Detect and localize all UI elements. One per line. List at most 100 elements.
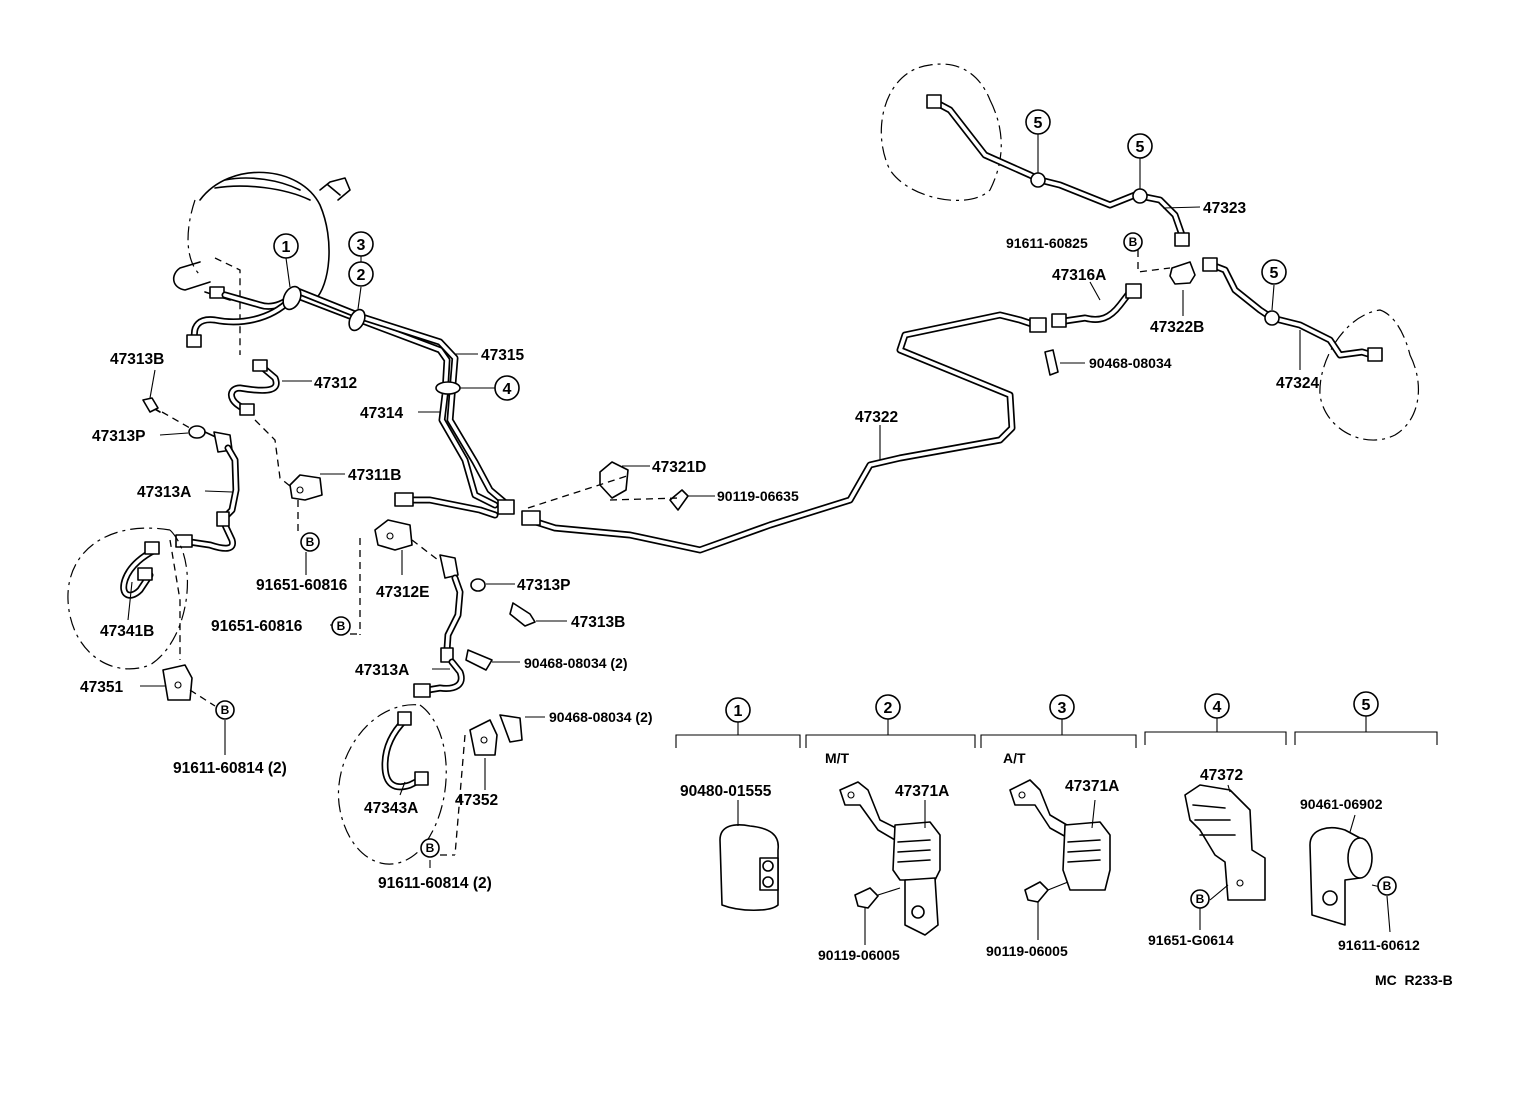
callout-5-text: 5	[1034, 115, 1043, 132]
label-91611-60612: 91611-60612	[1338, 937, 1420, 953]
bracket-47371A-mt	[839, 781, 941, 945]
callout-circles: 1 3 2 4 5 5 5 1 2 3 4 5	[273, 109, 1379, 723]
clip-90468-08034	[1044, 349, 1059, 376]
bracket-47371A-at	[1009, 779, 1111, 940]
label-47312: 47312	[314, 375, 357, 392]
label-90461-06902: 90461-06902	[1300, 796, 1383, 812]
label-47313B: 47313B	[571, 614, 625, 631]
label-90468-08034: 90468-08034 (2)	[549, 709, 653, 725]
label-91651-60816: 91651-60816	[256, 577, 348, 594]
label-47351: 47351	[80, 679, 123, 696]
callout-2-text: 2	[357, 267, 366, 284]
callout-4-text: 4	[503, 381, 512, 398]
callout-4	[494, 375, 520, 401]
label-47312E: 47312E	[376, 584, 429, 601]
pipe-47312	[228, 359, 296, 491]
svg-text:B: B	[1383, 879, 1392, 893]
bolt-marker	[420, 838, 440, 858]
label-90468-08034: 90468-08034 (2)	[524, 655, 628, 671]
svg-text:B: B	[426, 841, 435, 855]
line-fitting	[175, 534, 193, 548]
left-rear-line-47323	[880, 63, 1190, 247]
label-47316A: 47316A	[1052, 267, 1106, 284]
svg-text:B: B	[1129, 235, 1138, 249]
label-90468-08034: 90468-08034	[1089, 355, 1172, 371]
callout-5	[1127, 133, 1153, 159]
label-47341B: 47341B	[100, 623, 154, 640]
label-47322B: 47322B	[1150, 319, 1204, 336]
clamp-90461-06902	[1309, 814, 1391, 933]
rear-tee-47322B	[1137, 250, 1196, 285]
line-fitting	[239, 403, 255, 416]
clamp-1	[282, 285, 302, 311]
figure-code: MC R233-B	[1375, 972, 1453, 988]
callout-1	[273, 233, 299, 259]
clamp-47372	[1184, 784, 1266, 901]
group-1-marker	[725, 697, 751, 723]
label-47322: 47322	[855, 409, 898, 426]
svg-text:B: B	[221, 703, 230, 717]
label-47343A: 47343A	[364, 800, 418, 817]
group-4-marker	[1204, 693, 1230, 719]
label-90119-06005: 90119-06005	[818, 947, 900, 963]
label-91611-60814: 91611-60814 (2)	[378, 875, 492, 892]
line-fitting	[186, 334, 202, 348]
hose-47316A	[1051, 283, 1142, 328]
label-47371A: 47371A	[895, 783, 949, 800]
label-90480-01555: 90480-01555	[680, 783, 772, 800]
leader-lines	[127, 133, 1301, 868]
label-91651-G0614: 91651-G0614	[1148, 932, 1234, 948]
callout-5	[1025, 109, 1051, 135]
bolt-marker	[300, 532, 320, 552]
junction-47321D	[527, 461, 689, 511]
label-47313B: 47313B	[110, 351, 164, 368]
svg-text:B: B	[1196, 892, 1205, 906]
label-91611-60814: 91611-60814 (2)	[173, 760, 287, 777]
label-47311B: 47311B	[348, 467, 401, 484]
right-front-wheel	[338, 704, 447, 865]
group-5-marker	[1353, 691, 1379, 717]
bracket-47351	[162, 664, 216, 707]
clamp-2	[348, 308, 366, 332]
label-47313P: 47313P	[92, 428, 145, 445]
callout-1-text: 1	[282, 239, 291, 256]
callout-3-text: 3	[357, 237, 366, 254]
label-47313P: 47313P	[517, 577, 570, 594]
label-47324: 47324	[1276, 375, 1319, 392]
label-47323: 47323	[1203, 200, 1246, 217]
bracket-47352	[454, 719, 498, 856]
label-47313A: 47313A	[355, 662, 409, 679]
bolt-marker	[1123, 232, 1143, 252]
group-4-text: 4	[1213, 699, 1222, 716]
part-labels: 47313B 47313P 47313A 47341B 47351 91611-…	[80, 200, 1453, 988]
bolt-marker	[215, 700, 235, 720]
detail-groups	[675, 716, 1438, 748]
group-5-text: 5	[1362, 697, 1371, 714]
clamp-4	[435, 381, 461, 395]
group-3-marker	[1049, 694, 1075, 720]
callout-2	[348, 261, 374, 287]
group-3-text: 3	[1058, 700, 1067, 717]
line-fitting	[1029, 317, 1047, 333]
bolt-markers: B B B B B B B	[215, 232, 1397, 930]
group-2-marker	[875, 694, 901, 720]
bracket-47311B	[289, 474, 323, 535]
label-47352: 47352	[455, 792, 498, 809]
label-90119-06005: 90119-06005	[986, 943, 1068, 959]
bolt-marker	[331, 616, 351, 636]
bolt-marker	[1377, 876, 1397, 896]
left-front-hose	[142, 397, 240, 552]
label-47313A: 47313A	[137, 484, 191, 501]
line-fitting	[497, 499, 515, 515]
label-47314: 47314	[360, 405, 403, 422]
label-47321D: 47321D	[652, 459, 706, 476]
right-rear-line-47324	[1202, 257, 1419, 441]
brake-booster	[172, 171, 351, 355]
label-47315: 47315	[481, 347, 524, 364]
line-fitting	[252, 359, 268, 372]
right-front-hose	[359, 519, 536, 743]
callout-3	[348, 231, 374, 257]
label-91611-60825: 91611-60825	[1006, 235, 1088, 251]
line-fitting	[216, 511, 230, 527]
